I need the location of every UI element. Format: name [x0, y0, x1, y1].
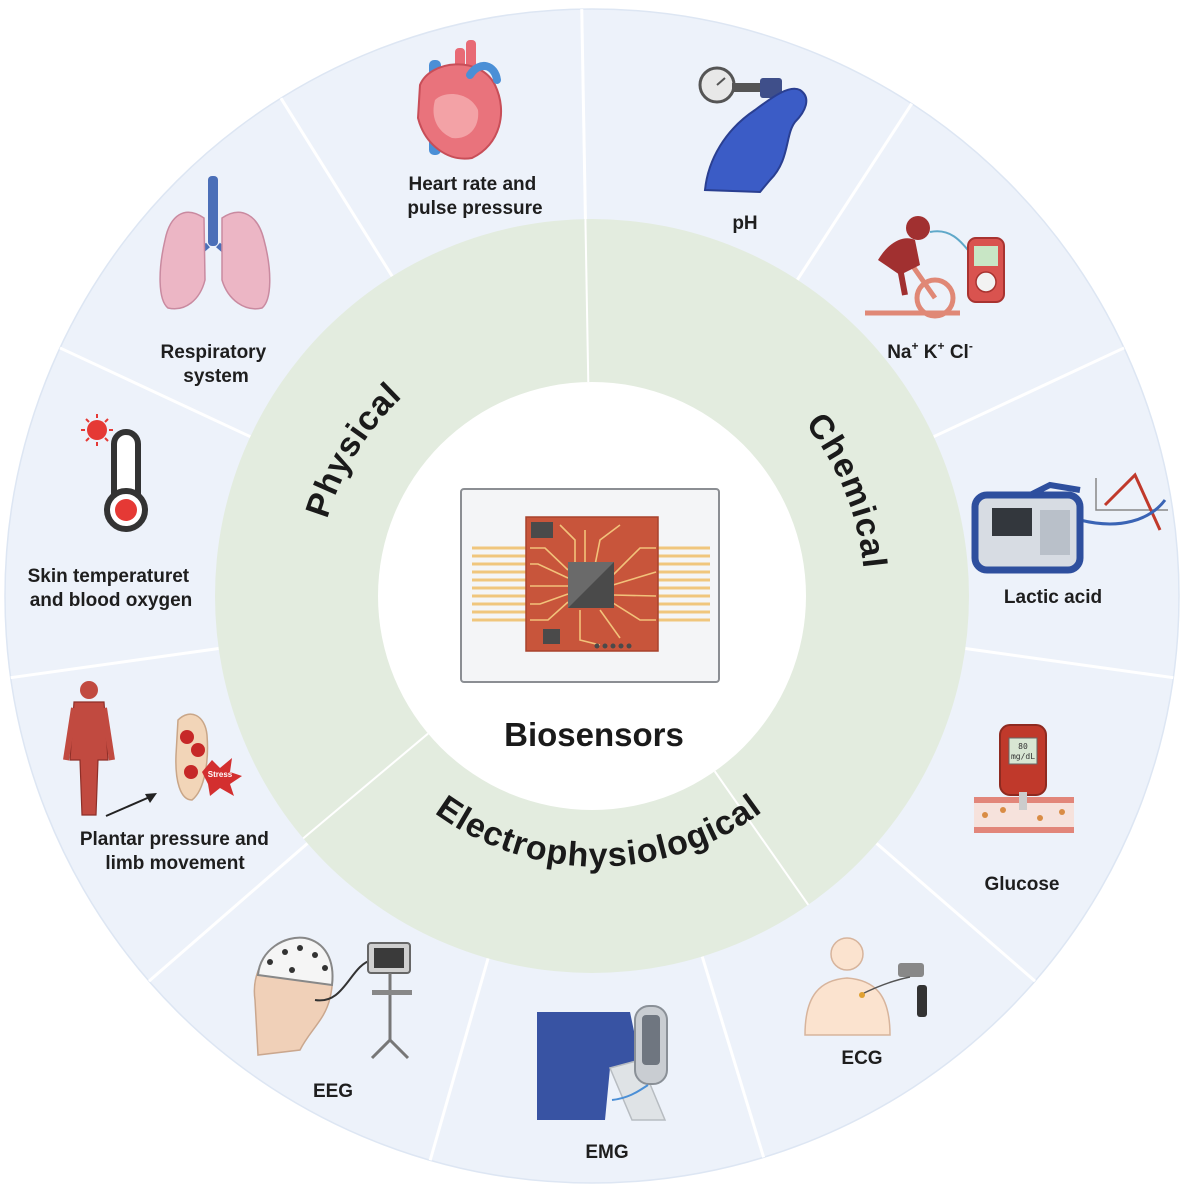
stress-tag: Stress: [208, 770, 233, 779]
cyclist-sweat-monitor-icon: [865, 216, 1005, 319]
segment-divider: [59, 346, 251, 439]
skin-temperature-label: Skin temperaturet and blood oxygen: [28, 566, 195, 611]
segment-divider: [10, 646, 219, 680]
segment-divider: [933, 346, 1125, 439]
segment-dividers: [10, 9, 1174, 1161]
eeg-headset-icon: [253, 936, 412, 1060]
segment-divider: [700, 956, 766, 1158]
segment-divider: [875, 842, 1036, 983]
segment-divider: [965, 646, 1174, 680]
heart-icon: [416, 40, 503, 160]
heart-rate-label: Heart rate and pulse pressure: [407, 174, 542, 219]
category-dividers: [302, 219, 810, 906]
glucometer-icon: 80 mg/dL: [974, 724, 1074, 833]
eeg-label: EEG: [313, 1081, 353, 1102]
ions-label: Na+ K+ Cl-: [887, 339, 973, 363]
thermometer-sun-icon: [81, 414, 148, 532]
lactic-acid-label: Lactic acid: [1004, 587, 1102, 608]
center-title: Biosensors: [504, 716, 684, 753]
segment-divider: [580, 9, 587, 220]
ph-meter-glove-icon: [698, 66, 808, 194]
ecg-label: ECG: [841, 1048, 882, 1069]
segment-divider: [796, 102, 913, 281]
category-divider: [302, 732, 429, 840]
glucometer-value: 80: [1018, 742, 1028, 751]
emg-arm-device-icon: [537, 1005, 668, 1121]
ph-label: pH: [732, 213, 757, 234]
glucometer-unit: mg/dL: [1011, 752, 1035, 761]
category-divider: [584, 219, 590, 383]
segment-divider: [428, 957, 490, 1161]
respiratory-label: Respiratory system: [161, 342, 272, 387]
body-foot-pressure-icon: Stress: [63, 681, 242, 817]
category-divider: [713, 770, 810, 906]
lungs-icon: [159, 176, 271, 310]
ecg-patient-icon: [804, 937, 927, 1036]
segment-divider: [148, 842, 309, 983]
chip-icon: [460, 488, 720, 683]
lactate-analyzer-icon: [971, 472, 1168, 574]
emg-label: EMG: [585, 1142, 628, 1163]
glucose-label: Glucose: [985, 874, 1060, 895]
plantar-pressure-label: Plantar pressure and limb movement: [80, 829, 274, 874]
segment-divider: [279, 97, 394, 278]
